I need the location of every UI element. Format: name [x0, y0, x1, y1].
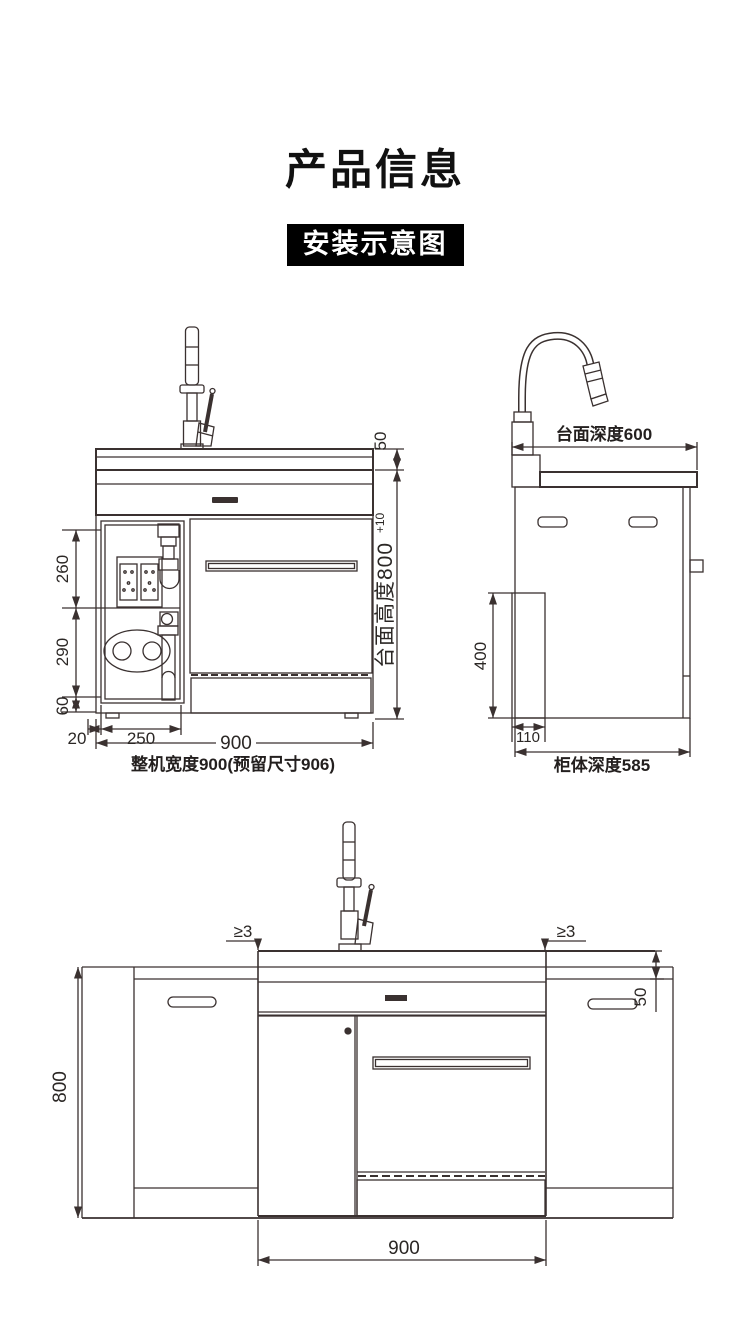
power-socket-right [140, 563, 159, 601]
sink-unit [257, 950, 655, 1217]
faucet-front [179, 326, 216, 450]
drain-pipe [157, 523, 180, 701]
front-view-drawing: 50 台面高度800 +10 260 290 60 20 250 900 整机宽… [53, 326, 404, 774]
section-badge-wrap: 安装示意图 [0, 224, 750, 266]
dim-counter-depth: 台面深度600 [556, 424, 652, 444]
dim-tank-height: 400 [471, 642, 490, 670]
side-dimension-labels: 台面深度600 400 110 柜体深度585 [471, 424, 652, 775]
installation-view-drawing: ≥3 ≥3 50 800 900 [50, 821, 674, 1266]
door-lock-dot [344, 1027, 352, 1035]
dim-gap-left: ≥3 [234, 922, 253, 941]
dim-countertop-height: 台面高度800 [374, 542, 397, 668]
front-dimension-lines [62, 448, 404, 749]
cabinet-front [95, 514, 374, 719]
cabinet-side [511, 486, 704, 719]
left-cabinet [81, 967, 258, 1218]
side-view-caption: 柜体深度585 [554, 755, 650, 775]
brand-logo-front [212, 497, 238, 503]
brand-logo-install [385, 995, 407, 1001]
dim-side-offset: 20 [68, 729, 87, 748]
page-title: 产品信息 [284, 146, 465, 193]
dim-upper-section: 260 [53, 555, 72, 583]
dim-middle-section: 290 [53, 638, 72, 666]
front-view-caption: 整机宽度900(预留尺寸906) [131, 754, 335, 774]
dim-countertop-height-tolerance: +10 [373, 512, 387, 533]
faucet-side [511, 331, 609, 456]
section-badge: 安装示意图 [286, 224, 464, 266]
countertop-side [511, 454, 698, 488]
right-cabinet [546, 967, 674, 1218]
install-dimension-labels: ≥3 ≥3 50 800 900 [50, 922, 650, 1259]
dim-cabinet-height: 800 [50, 1071, 71, 1103]
side-view-drawing: 台面深度600 400 110 柜体深度585 [471, 331, 704, 775]
dim-unit-width: 900 [220, 733, 252, 754]
install-dimension-lines [73, 938, 664, 1266]
dim-compartment-width: 250 [127, 729, 155, 748]
side-view-geometry [488, 331, 704, 757]
dim-base-height: 60 [53, 697, 72, 716]
service-compartment [100, 520, 185, 704]
faucet-install [336, 821, 375, 952]
install-view-geometry [73, 821, 674, 1266]
dishwasher-door-front [189, 518, 373, 714]
hose-ports [103, 629, 171, 673]
dim-gap-right: ≥3 [557, 922, 576, 941]
front-dimension-labels: 50 台面高度800 +10 260 290 60 20 250 900 整机宽… [53, 432, 397, 774]
dim-tank-depth: 110 [516, 729, 540, 746]
dim-counter-rise: 50 [631, 988, 650, 1007]
power-socket-left [119, 563, 138, 601]
water-tank-box [511, 592, 546, 719]
dim-counter-thickness: 50 [371, 432, 390, 451]
front-view-geometry [62, 326, 404, 749]
side-dimension-lines [488, 442, 698, 757]
countertop-front [95, 448, 374, 516]
dim-install-width: 900 [388, 1238, 420, 1259]
